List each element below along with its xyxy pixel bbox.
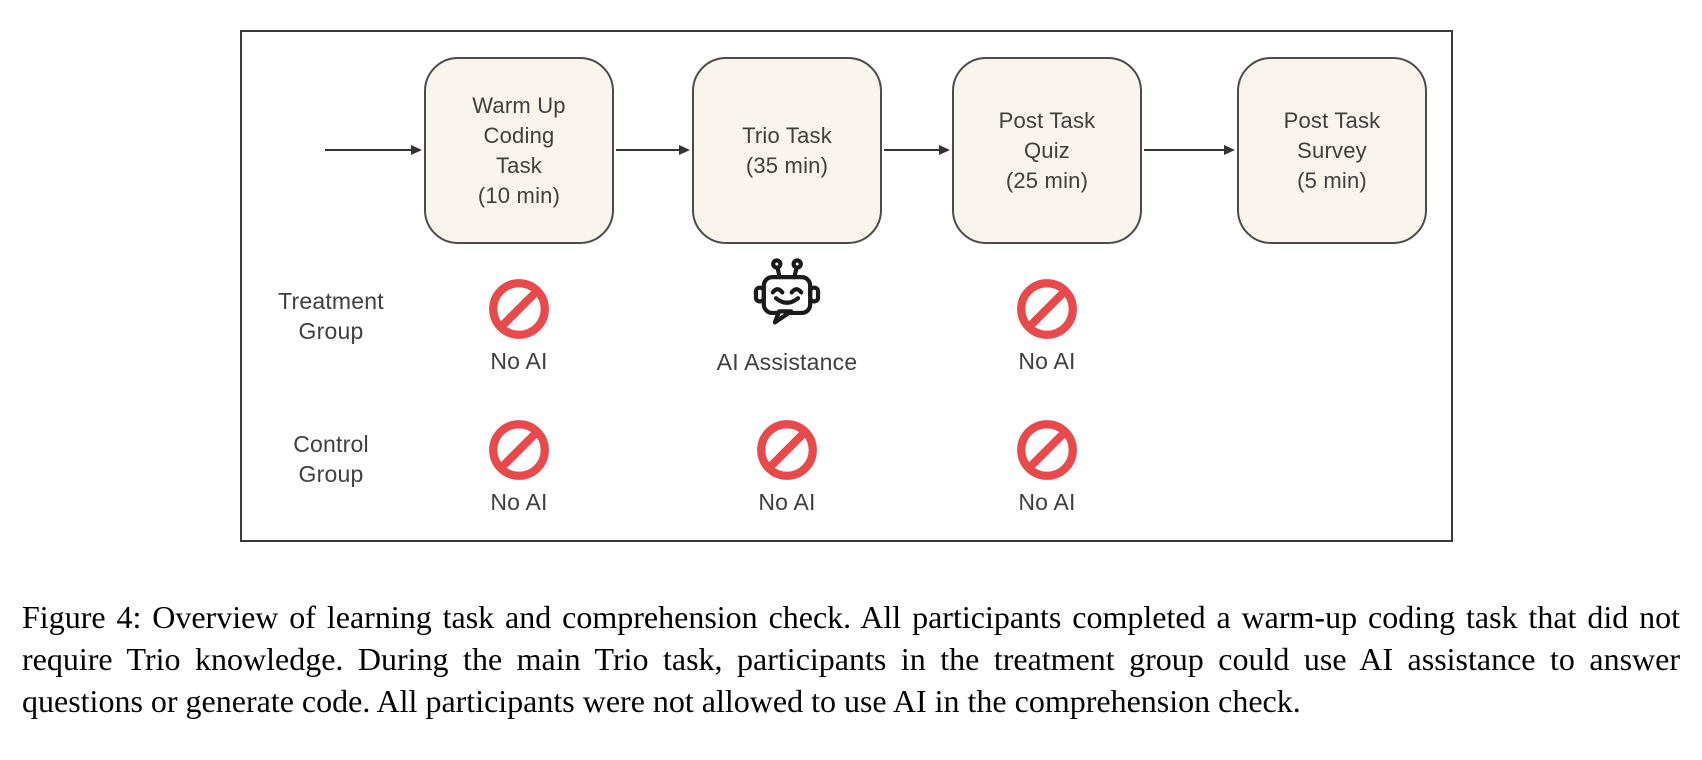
no-ai-icon — [1017, 279, 1077, 339]
no-ai-icon — [489, 279, 549, 339]
row-label-control-group: Control Group — [293, 431, 369, 487]
treatment-warmup-cell: No AI — [424, 276, 614, 375]
no-ai-label: No AI — [758, 489, 816, 515]
flow-arrow-icon — [616, 144, 690, 155]
treatment-quiz-cell: No AI — [952, 276, 1142, 375]
task-box-warm-up-coding: Warm Up Coding Task (10 min) — [424, 57, 614, 244]
figure-panel: Warm Up Coding Task (10 min) Trio Task (… — [240, 30, 1453, 542]
treatment-trio-cell: AI Assistance — [692, 254, 882, 376]
no-ai-label: No AI — [490, 348, 548, 374]
no-ai-icon — [489, 420, 549, 480]
task-label: Post Task Survey (5 min) — [1283, 107, 1381, 193]
no-ai-label: No AI — [1018, 348, 1076, 374]
control-warmup-cell: No AI — [424, 417, 614, 516]
flow-arrow-icon — [1144, 144, 1235, 155]
flow-arrow-icon — [325, 144, 422, 155]
no-ai-icon — [1017, 420, 1077, 480]
task-label: Post Task Quiz (25 min) — [998, 107, 1096, 193]
no-ai-icon — [757, 420, 817, 480]
figure-caption: Figure 4: Overview of learning task and … — [22, 599, 1680, 719]
control-trio-cell: No AI — [692, 417, 882, 516]
flow-arrow-icon — [884, 144, 950, 155]
no-ai-label: No AI — [1018, 489, 1076, 515]
control-quiz-cell: No AI — [952, 417, 1142, 516]
task-label: Trio Task (35 min) — [742, 122, 832, 178]
task-box-trio-task: Trio Task (35 min) — [692, 57, 882, 244]
ai-assistance-label: AI Assistance — [716, 349, 858, 375]
row-label-treatment-group: Treatment Group — [278, 288, 384, 344]
task-box-post-task-survey: Post Task Survey (5 min) — [1237, 57, 1427, 244]
task-box-post-task-quiz: Post Task Quiz (25 min) — [952, 57, 1142, 244]
robot-icon — [753, 258, 821, 325]
task-label: Warm Up Coding Task (10 min) — [472, 92, 566, 208]
no-ai-label: No AI — [490, 489, 548, 515]
